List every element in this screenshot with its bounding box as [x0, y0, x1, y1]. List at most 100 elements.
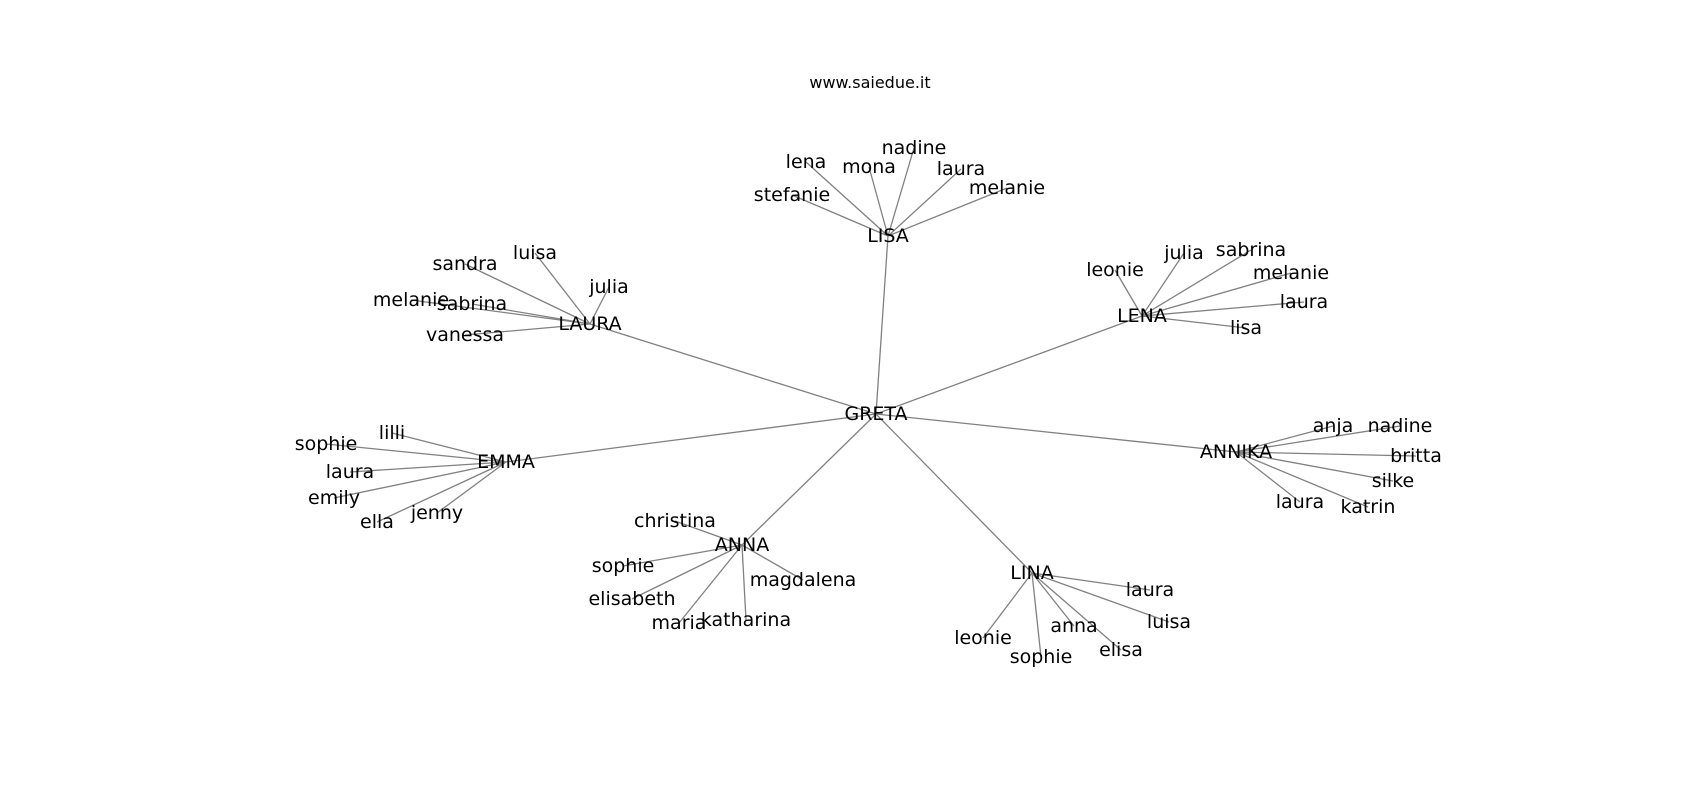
root-node-label: GRETA [844, 403, 907, 425]
edge-root-lisa [875, 235, 889, 415]
leaf-node-anna-magdalena: magdalena [750, 569, 857, 591]
edge-annika-britta [1235, 451, 1417, 457]
leaf-node-lisa-melanie: melanie [969, 177, 1045, 199]
edge-lina-luisa [1031, 572, 1170, 623]
edge-root-annika [875, 413, 1237, 453]
edge-lina-leonie [982, 572, 1033, 639]
leaf-node-anna-elisabeth: elisabeth [588, 588, 675, 610]
edge-lena-julia [1141, 252, 1185, 317]
edge-emma-ella [376, 461, 507, 523]
leaf-node-anna-sophie: sophie [592, 555, 655, 577]
leaf-node-emma-sophie: sophie [295, 433, 358, 455]
leaf-node-emma-jenny: jenny [410, 502, 463, 524]
leaf-node-lisa-stefanie: stefanie [754, 184, 830, 206]
edge-root-emma [505, 413, 877, 463]
leaf-node-anna-maria: maria [652, 612, 707, 634]
leaf-node-laura-vanessa: vanessa [426, 324, 504, 346]
edge-annika-anja [1235, 425, 1334, 453]
edge-anna-katharina [741, 544, 747, 621]
edge-lina-elisa [1031, 572, 1122, 651]
edge-annika-nadine [1235, 425, 1401, 453]
hub-node-annika: ANNIKA [1200, 441, 1272, 463]
edges-layer [325, 147, 1417, 658]
edge-annika-silke [1235, 451, 1394, 482]
leaf-node-lina-anna: anna [1050, 615, 1097, 637]
edge-root-anna [741, 413, 877, 546]
edge-anna-christina [674, 520, 743, 546]
edge-lina-sophie [1031, 572, 1042, 658]
site-title: www.saiedue.it [809, 73, 930, 92]
edge-emma-sophie [325, 443, 507, 463]
edge-anna-maria [678, 544, 743, 624]
edge-laura-luisa [534, 252, 591, 325]
leaf-node-lisa-laura: laura [937, 158, 985, 180]
leaf-node-annika-anja: anja [1313, 415, 1354, 437]
leaf-node-emma-lilli: lilli [379, 422, 405, 444]
edge-lena-lisa [1141, 315, 1247, 329]
leaf-node-emma-emily: emily [308, 487, 360, 509]
leaf-node-lisa-lena: lena [786, 151, 827, 173]
edge-laura-sandra [464, 263, 591, 325]
edge-emma-emily [333, 461, 507, 499]
leaf-node-lina-elisa: elisa [1099, 639, 1143, 661]
edge-emma-jenny [436, 461, 507, 514]
leaf-node-laura-sabrina: sabrina [437, 293, 507, 315]
leaf-node-annika-silke: silke [1372, 470, 1414, 492]
edge-annika-katrin [1235, 451, 1369, 508]
edge-root-lena [875, 315, 1143, 415]
edge-lisa-mona [868, 166, 889, 237]
edge-laura-sabrina [471, 303, 591, 325]
edge-root-lina [875, 413, 1033, 574]
leaf-node-emma-ella: ella [360, 511, 394, 533]
edge-lisa-lena [805, 161, 889, 237]
leaf-node-lena-melanie: melanie [1253, 262, 1329, 284]
leaf-node-lena-sabrina: sabrina [1216, 239, 1286, 261]
edge-laura-melanie [410, 299, 591, 325]
leaf-node-lena-laura: laura [1280, 291, 1328, 313]
leaf-node-annika-laura: laura [1276, 491, 1324, 513]
leaf-node-anna-katharina: katharina [701, 609, 791, 631]
edge-lisa-melanie [887, 187, 1008, 237]
edge-emma-laura [349, 461, 507, 473]
leaf-node-annika-nadine: nadine [1368, 415, 1433, 437]
leaf-node-anna-christina: christina [634, 510, 716, 532]
hub-node-lena: LENA [1117, 305, 1167, 327]
leaf-node-lina-sophie: sophie [1010, 646, 1073, 668]
hub-node-lisa: LISA [867, 225, 909, 247]
edge-emma-lilli [391, 432, 507, 463]
leaf-node-lena-lisa: lisa [1230, 317, 1262, 339]
leaf-node-lisa-nadine: nadine [882, 137, 947, 159]
leaf-node-lisa-mona: mona [842, 156, 896, 178]
edge-anna-elisabeth [631, 544, 743, 600]
hub-node-laura: LAURA [558, 313, 621, 335]
leaf-node-annika-britta: britta [1390, 445, 1442, 467]
hub-node-emma: EMMA [477, 451, 535, 473]
edge-anna-sophie [622, 544, 743, 567]
leaf-node-lena-leonie: leonie [1086, 259, 1144, 281]
edge-lena-leonie [1114, 269, 1143, 317]
edge-lina-anna [1031, 572, 1075, 627]
edge-annika-laura [1235, 451, 1301, 503]
leaf-node-lina-leonie: leonie [954, 627, 1012, 649]
edge-lena-melanie [1141, 272, 1292, 317]
leaf-node-laura-luisa: luisa [513, 242, 557, 264]
edge-lisa-laura [887, 168, 962, 237]
leaf-node-laura-melanie: melanie [373, 289, 449, 311]
leaf-node-laura-sandra: sandra [432, 253, 497, 275]
edge-lena-sabrina [1141, 249, 1252, 317]
edge-lisa-nadine [887, 147, 915, 237]
edge-root-laura [589, 323, 877, 415]
leaf-node-laura-julia: julia [588, 276, 629, 298]
leaf-node-emma-laura: laura [326, 461, 374, 483]
edge-lisa-stefanie [791, 194, 889, 237]
hub-node-anna: ANNA [715, 534, 769, 556]
leaf-node-annika-katrin: katrin [1341, 496, 1396, 518]
edge-lena-laura [1141, 301, 1305, 317]
leaf-node-lena-julia: julia [1163, 242, 1204, 264]
edge-laura-julia [589, 286, 610, 325]
leaf-node-lina-luisa: luisa [1147, 611, 1191, 633]
hub-node-lina: LINA [1010, 562, 1053, 584]
edge-laura-vanessa [464, 323, 591, 336]
